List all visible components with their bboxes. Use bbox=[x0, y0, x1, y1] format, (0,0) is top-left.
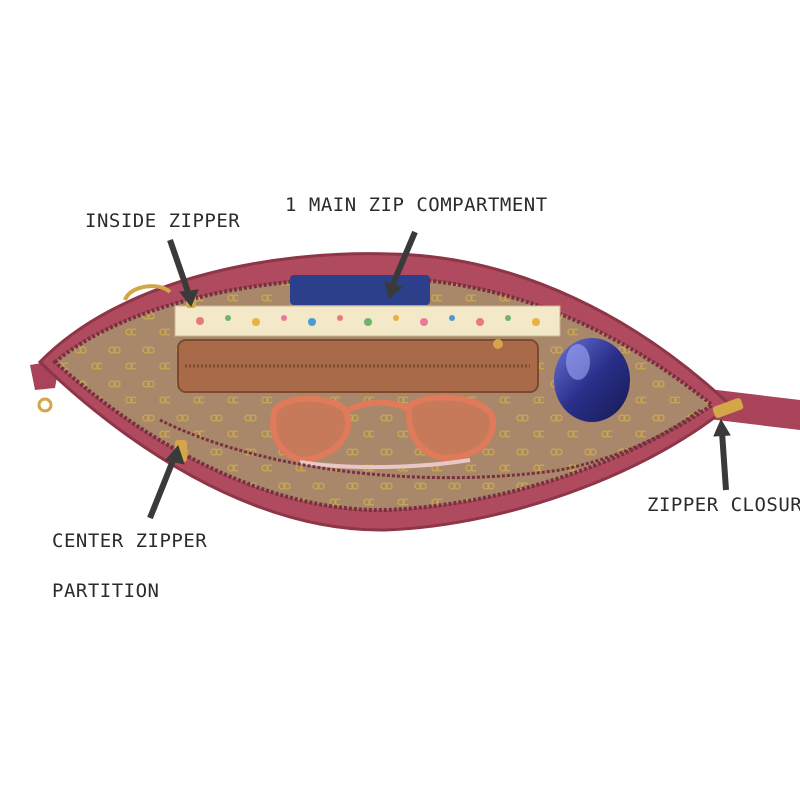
arrow-main-compartment bbox=[384, 230, 418, 299]
sunglasses bbox=[270, 394, 497, 470]
arrow-center-zipper bbox=[147, 445, 185, 520]
zipper-closure-pull bbox=[712, 398, 744, 418]
label-center-zipper: CENTER ZIPPER bbox=[52, 530, 208, 552]
label-main-compartment: 1 MAIN ZIP COMPARTMENT bbox=[285, 194, 548, 216]
left-ring bbox=[37, 397, 53, 413]
water-bottle bbox=[554, 338, 630, 422]
label-partition: PARTITION bbox=[52, 580, 160, 602]
notebook-flowers bbox=[196, 315, 540, 326]
label-inside-zipper: INSIDE ZIPPER bbox=[85, 210, 241, 232]
arrow-zipper-closure bbox=[713, 418, 731, 491]
left-handle-ring bbox=[123, 284, 172, 301]
center-zipper-line bbox=[159, 408, 701, 480]
phone bbox=[290, 275, 430, 305]
arrow-inside-zipper bbox=[167, 239, 199, 307]
zipper-track bbox=[51, 275, 716, 513]
label-zipper-closure: ZIPPER CLOSURE bbox=[647, 494, 800, 516]
wallet-zip-pull bbox=[493, 339, 503, 349]
